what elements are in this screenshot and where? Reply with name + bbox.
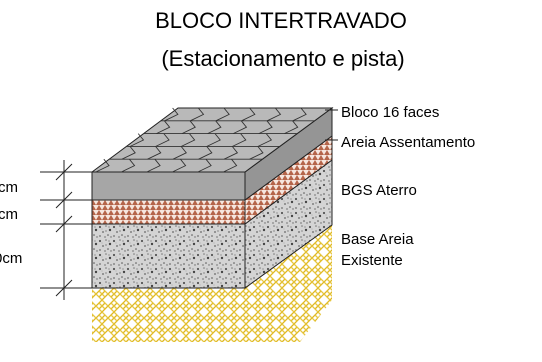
paver-block-joint [215,107,230,122]
paver-block-joint [146,158,161,173]
base-sand-hatch [92,225,332,342]
paver-block-joint [258,120,273,135]
paver-block-joint [156,120,171,135]
paver-block-joint [164,107,179,122]
paver-block-joint [232,133,247,147]
paver-top-joints [95,107,315,173]
paver-block-joint [121,146,136,160]
paver-block-joint [198,146,213,160]
paver-block-joint [249,146,264,160]
dimension-lines [40,160,92,300]
paver-block-joint [172,146,187,160]
diagram-subtitle: (Estacionamento e pista) [161,46,405,71]
paver-front [91,171,246,201]
diagram-title: BLOCO INTERTRAVADO [155,8,407,33]
paver-block-joint [190,107,205,122]
paver-block-joint [197,158,212,173]
dimension-label-sand: cm [0,206,18,223]
paver-block-joint [155,133,170,147]
paver-block-joint [172,158,187,173]
paver-block-joint [241,107,256,122]
paver-block-joint [284,120,299,135]
label-existing-sand-line1: Base Areia [341,231,414,248]
paver-block-joint [181,120,196,135]
label-gravel-fill: BGS Aterro [341,182,417,199]
label-bedding-sand: Areia Assentamento [341,134,476,151]
bedding-sand-front [91,199,246,225]
paver-block-joint [207,120,222,135]
paver-block-joint [223,146,239,160]
dimension-label-paver: cm [0,179,18,196]
paver-block-joint [121,158,136,173]
paver-block-joint [181,133,196,147]
paver-block-joint [206,133,221,147]
paver-block-joint [95,158,110,173]
paver-block-joint [223,158,238,173]
paver-block-joint [147,146,162,160]
dimension-label-gravel: 0cm [0,250,23,267]
label-paver-block: Bloco 16 faces [341,104,440,121]
paver-block-joint [292,107,307,122]
paver-top [90,107,334,173]
paver-block-joint [130,133,145,147]
label-existing-sand-line2: Existente [341,252,403,269]
paver-block-joint [257,133,273,147]
paver-block-joint [233,120,248,135]
gravel-layer-front [91,223,246,289]
paver-block-joint [266,107,282,122]
leader-lines [325,109,338,141]
